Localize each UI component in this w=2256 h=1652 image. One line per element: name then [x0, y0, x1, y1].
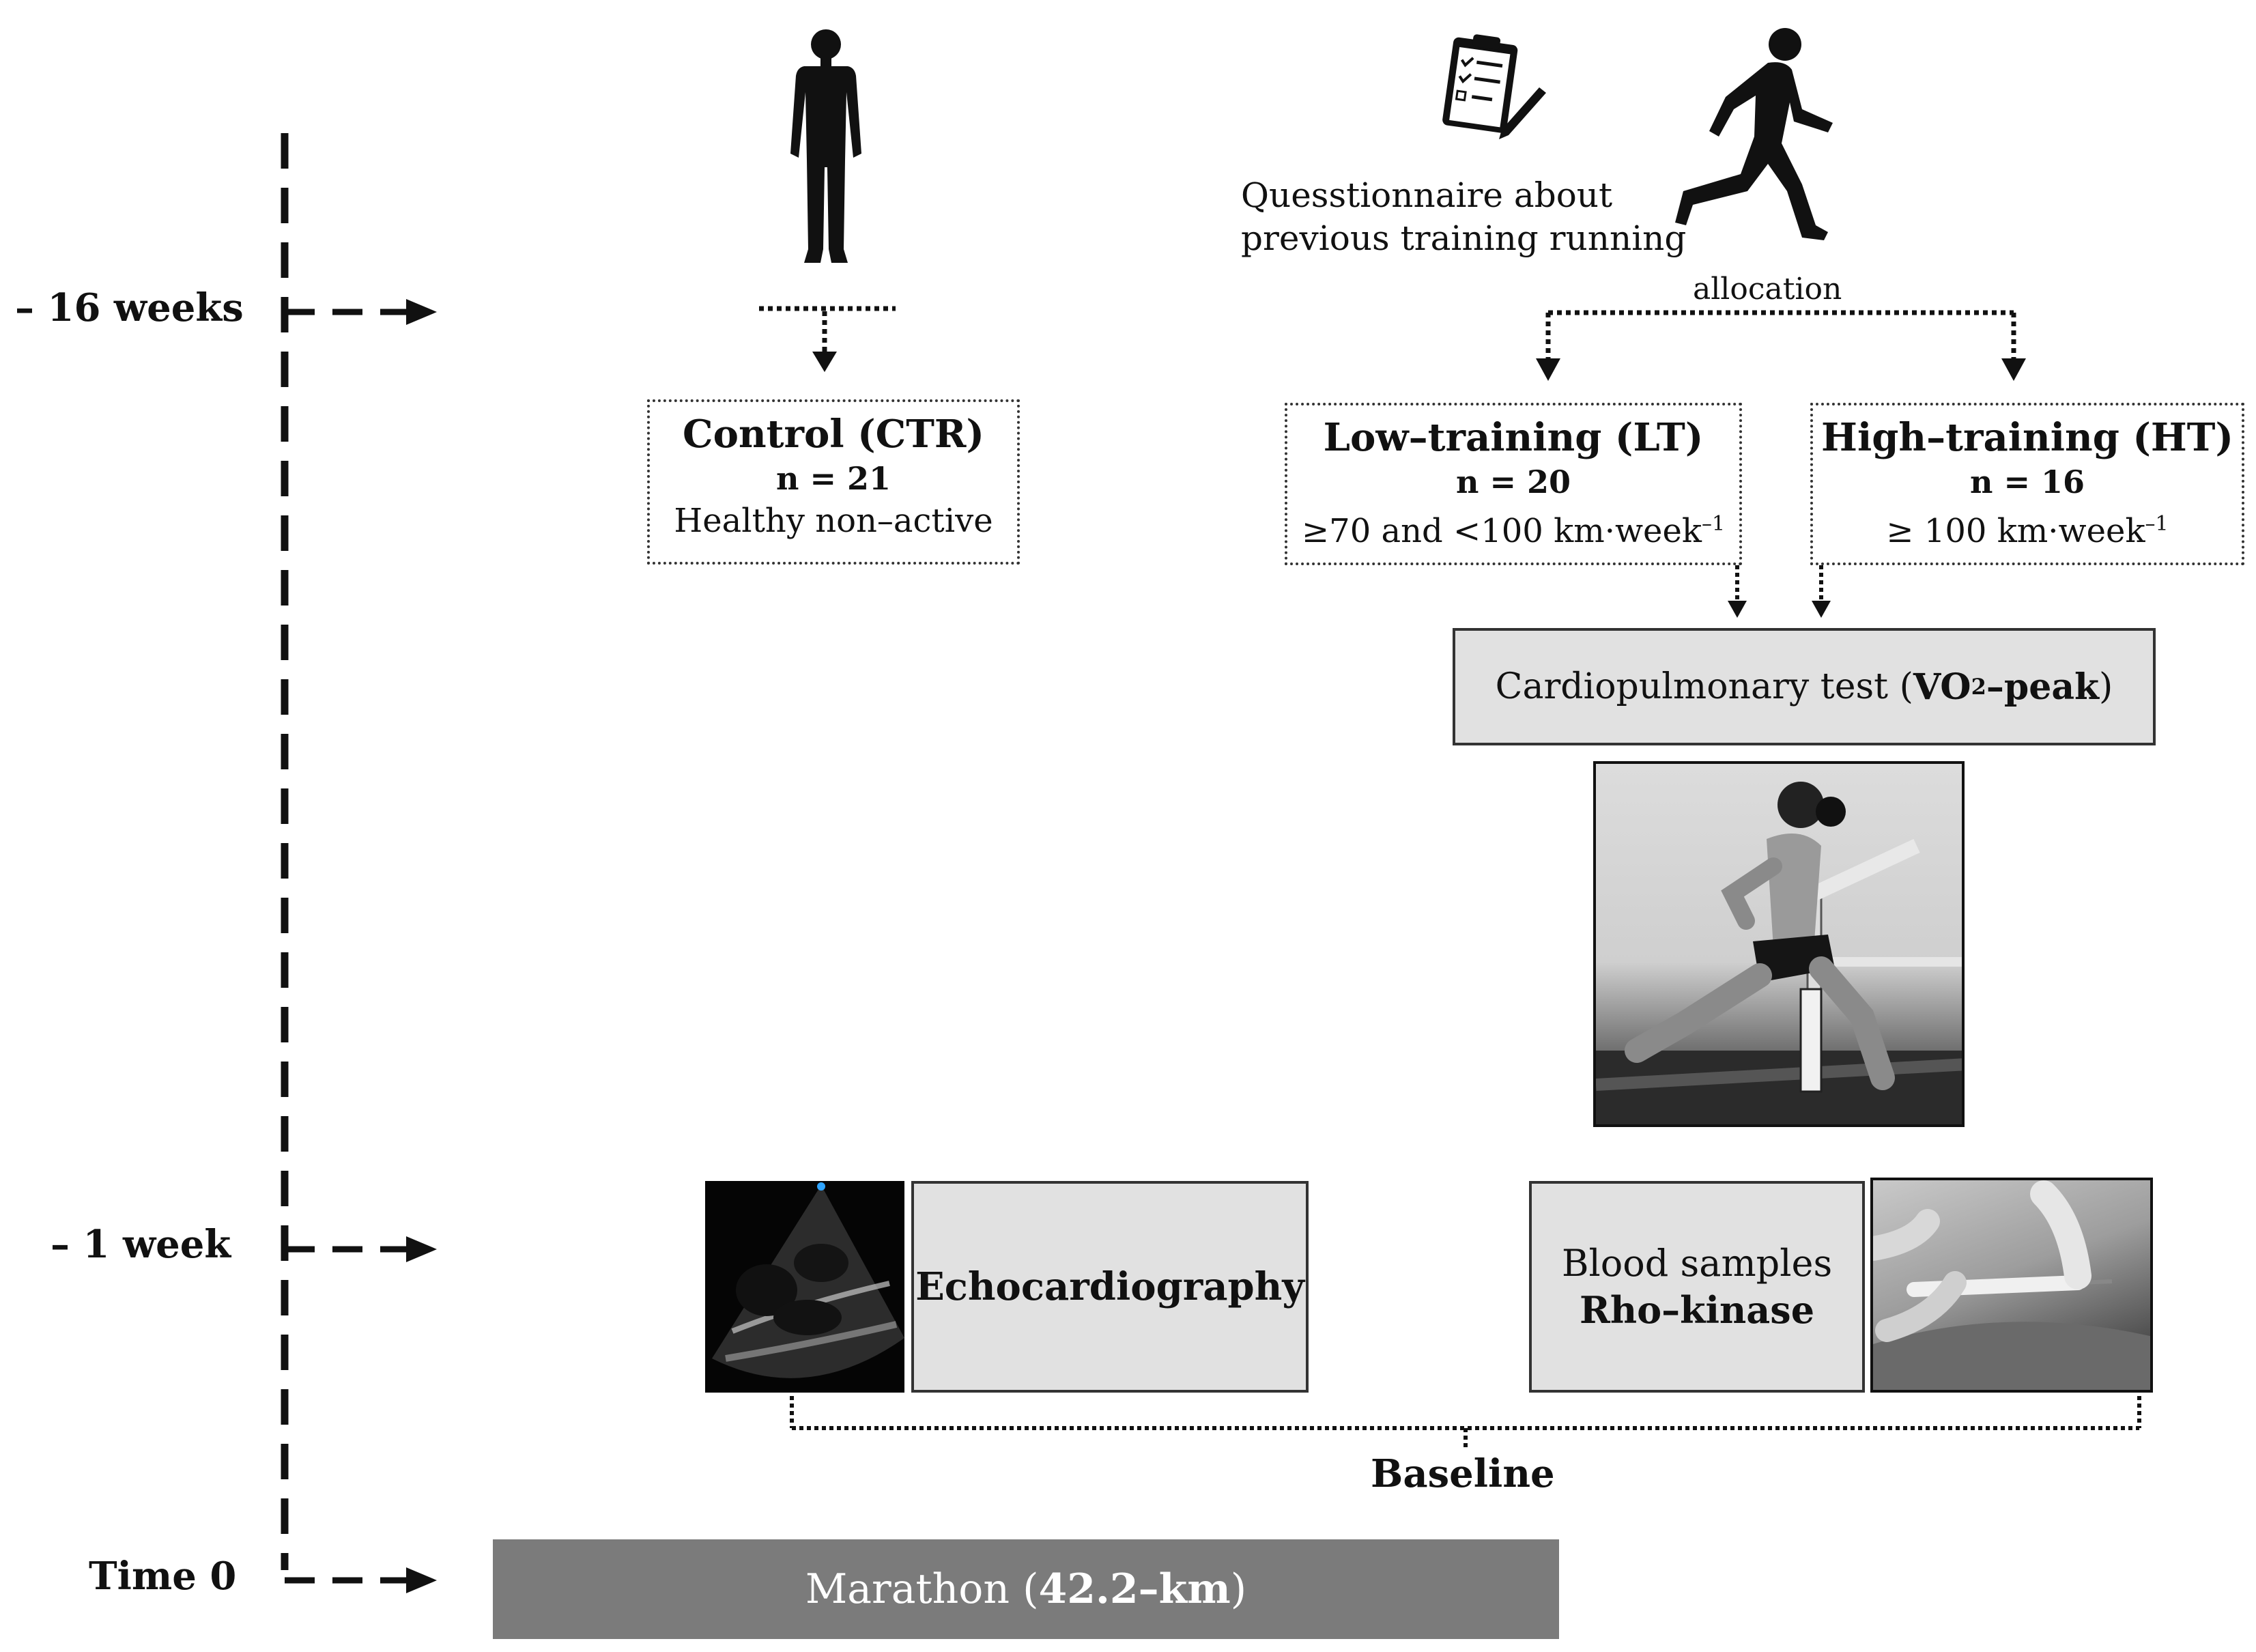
marathon-bar: Marathon (42.2–km) [493, 1539, 1559, 1639]
runner-allocation-bracket [1536, 310, 2026, 381]
low-training-group-title: Low–training (LT) [1323, 415, 1704, 460]
timeline-arrow-1w [285, 1236, 437, 1262]
lt-to-cardio-arrow [1728, 565, 1747, 618]
echocardiography-box: Echocardiography [911, 1181, 1309, 1393]
high-training-group-box: High–training (HT) n = 16 ≥ 100 km·week–… [1810, 403, 2244, 565]
questionnaire-text-line2: previous training running [1241, 218, 1687, 258]
echocardiogram-photo [705, 1181, 904, 1393]
rho-kinase-label: Rho–kinase [1579, 1288, 1815, 1332]
control-group-description: Healthy non–active [674, 502, 993, 540]
control-group-title: Control (CTR) [683, 412, 984, 457]
ht-to-cardio-arrow [1812, 565, 1831, 618]
timeline-arrow-16w [285, 299, 437, 325]
timeline-label-1-week: – 1 week [51, 1222, 231, 1267]
questionnaire-text-line1: Quesstionnaire about [1241, 175, 1613, 215]
control-allocation-arrow [759, 306, 896, 372]
runner-icon [1675, 28, 1833, 240]
blood-samples-label: Blood samples [1561, 1242, 1833, 1285]
timeline-label-time-0: Time 0 [89, 1554, 237, 1599]
high-training-group-title: High–training (HT) [1821, 415, 2233, 460]
timeline-arrow-time0 [285, 1567, 437, 1593]
standing-person-icon [790, 29, 861, 263]
high-training-group-description: ≥ 100 km·week–1 [1886, 512, 2169, 550]
blood-sample-photo [1870, 1178, 2153, 1393]
baseline-label: Baseline [1371, 1451, 1555, 1496]
low-training-group-box: Low–training (LT) n = 20 ≥70 and <100 km… [1285, 403, 1742, 565]
blood-samples-box: Blood samples Rho–kinase [1529, 1181, 1865, 1393]
low-training-group-n: n = 20 [1455, 464, 1571, 500]
control-group-box: Control (CTR) n = 21 Healthy non–active [647, 399, 1020, 565]
baseline-bracket [790, 1396, 2141, 1451]
allocation-label: allocation [1693, 272, 1842, 307]
control-group-n: n = 21 [775, 460, 891, 497]
timeline-label-16-weeks: – 16 weeks [15, 285, 244, 330]
clipboard-checklist-icon [1442, 34, 1546, 139]
low-training-group-description: ≥70 and <100 km·week–1 [1301, 512, 1726, 550]
high-training-group-n: n = 16 [1969, 464, 2085, 500]
treadmill-test-photo [1593, 761, 1965, 1127]
